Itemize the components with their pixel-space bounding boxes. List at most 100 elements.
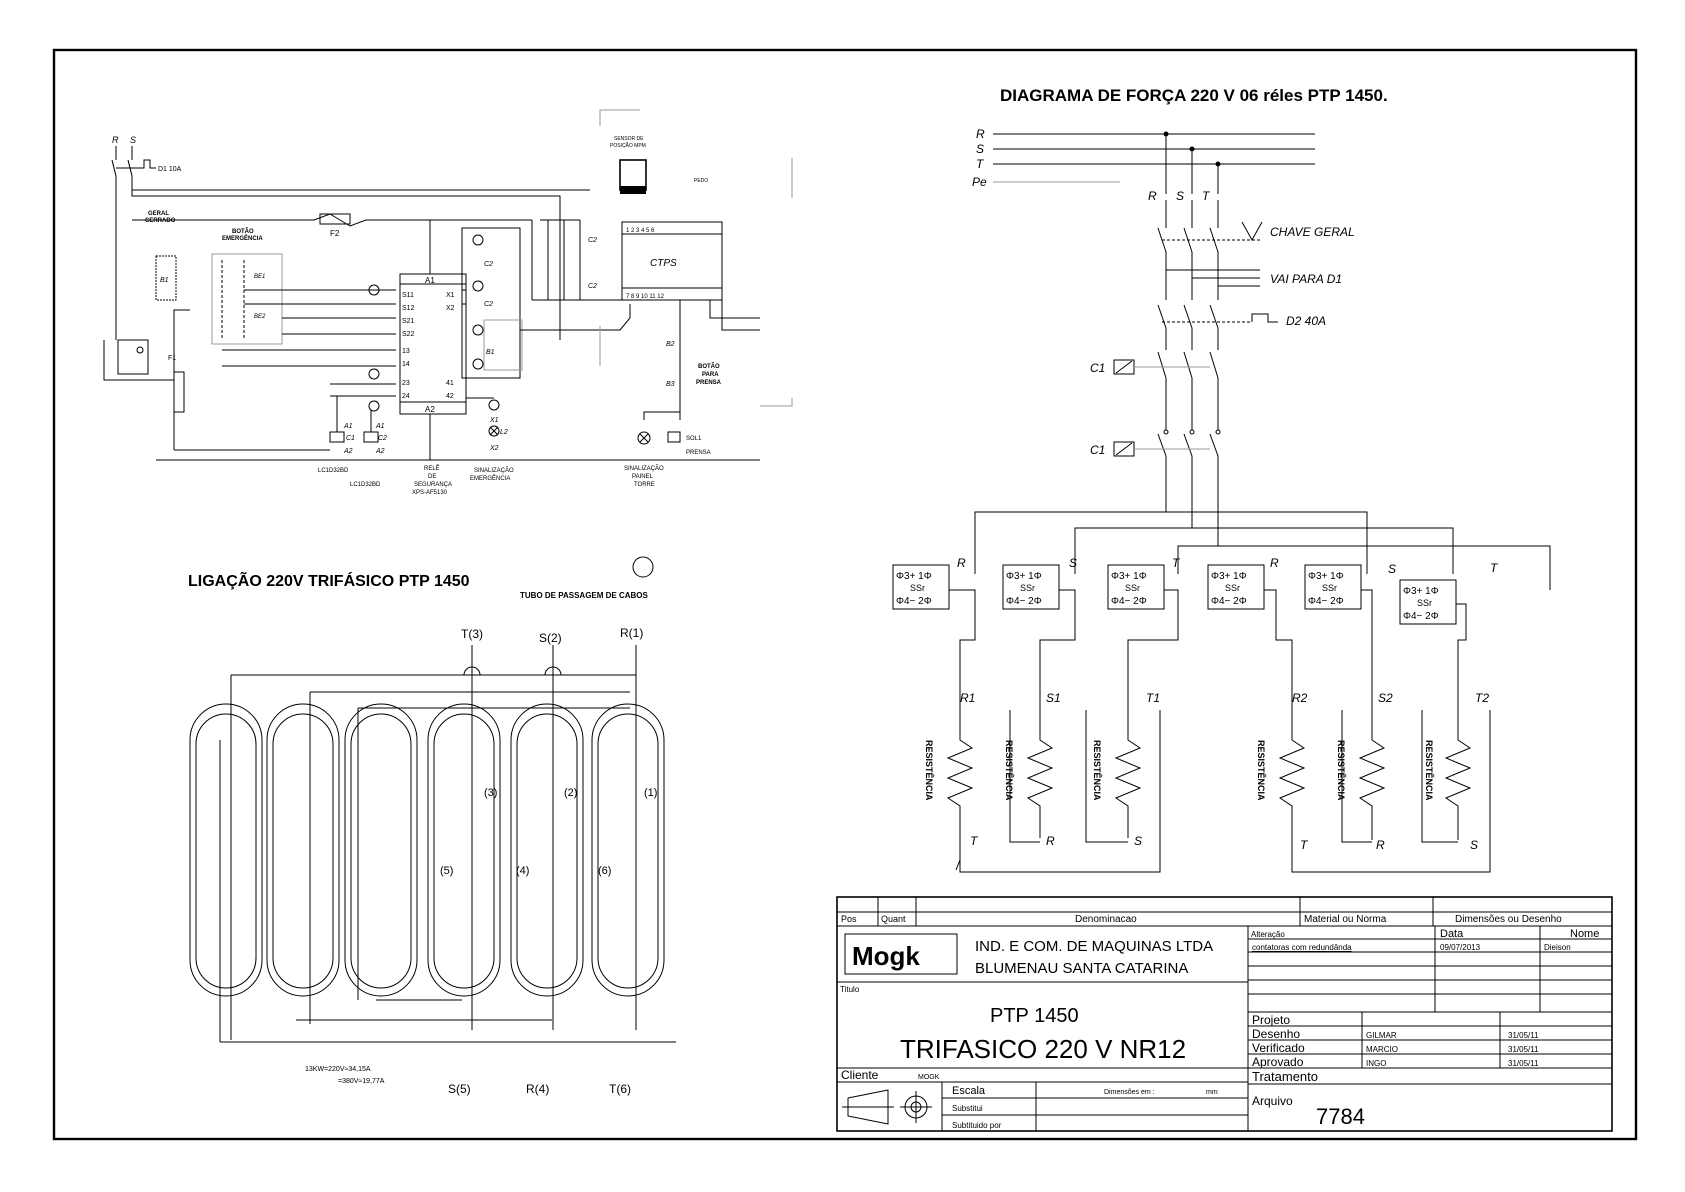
svg-text:SSr: SSr bbox=[1125, 583, 1140, 593]
svg-text:31/05/11: 31/05/11 bbox=[1508, 1045, 1539, 1054]
res-top-s1: S1 bbox=[1046, 691, 1061, 705]
projection-icon bbox=[842, 1089, 932, 1125]
wiring-diagram: T(3) S(2) R(1) (3) (2) (1) bbox=[189, 626, 676, 1096]
label-tubo: TUBO DE PASSAGEM DE CABOS bbox=[520, 591, 649, 600]
control-diagram: R S D1 10A F2 GERAL CERRADO B1 BOTÃO EME… bbox=[103, 109, 793, 496]
svg-text:DE: DE bbox=[428, 474, 436, 480]
svg-text:SSr: SSr bbox=[910, 583, 925, 593]
svg-text:X2: X2 bbox=[446, 305, 455, 312]
svg-text:24: 24 bbox=[402, 393, 410, 400]
svg-text:PTP 1450: PTP 1450 bbox=[990, 1005, 1079, 1027]
res-bot-6: S bbox=[1470, 838, 1478, 852]
svg-text:LC1D32BD: LC1D32BD bbox=[350, 482, 381, 488]
ssr-4: Φ3+ 1Φ SSr Φ4− 2Φ R bbox=[1207, 556, 1279, 610]
terminal-t: T bbox=[1202, 189, 1211, 203]
line-r: R bbox=[976, 127, 985, 141]
terminal-s: S bbox=[1176, 189, 1184, 203]
svg-text:B1: B1 bbox=[160, 277, 169, 284]
resistor-4 bbox=[1278, 710, 1306, 860]
svg-text:31/05/11: 31/05/11 bbox=[1508, 1059, 1539, 1068]
svg-text:CTPS: CTPS bbox=[650, 258, 677, 269]
svg-text:SSr: SSr bbox=[1322, 583, 1337, 593]
svg-text:SINALIZAÇÃO: SINALIZAÇÃO bbox=[474, 467, 514, 474]
svg-text:(1): (1) bbox=[644, 787, 657, 799]
res-top-t2: T2 bbox=[1475, 691, 1489, 705]
title-forca: DIAGRAMA DE FORÇA 220 V 06 réles PTP 145… bbox=[1000, 86, 1388, 105]
svg-text:(4): (4) bbox=[516, 865, 529, 877]
svg-text:A2: A2 bbox=[375, 448, 385, 455]
svg-text:Φ3+ 1Φ: Φ3+ 1Φ bbox=[1403, 586, 1439, 597]
svg-text:S(5): S(5) bbox=[448, 1082, 471, 1096]
svg-text:S: S bbox=[1388, 562, 1396, 576]
tubo-circle bbox=[632, 556, 654, 578]
svg-text:B2: B2 bbox=[666, 341, 675, 348]
svg-text:BOTÃO: BOTÃO bbox=[232, 228, 254, 235]
svg-text:S11: S11 bbox=[402, 292, 414, 299]
sheet-border bbox=[52, 48, 1638, 1141]
svg-text:Φ3+ 1Φ: Φ3+ 1Φ bbox=[1211, 571, 1247, 582]
svg-text:Material ou Norma: Material ou Norma bbox=[1304, 914, 1387, 925]
svg-text:C2: C2 bbox=[588, 283, 597, 290]
svg-text:Verificado: Verificado bbox=[1252, 1041, 1305, 1055]
svg-text:TORRE: TORRE bbox=[634, 482, 655, 488]
ssr-5: Φ3+ 1Φ SSr Φ4− 2Φ S bbox=[1304, 562, 1396, 610]
svg-text:MARCIO: MARCIO bbox=[1366, 1045, 1398, 1054]
res-label-1: RESISTÊNCIA bbox=[924, 740, 935, 801]
svg-text:R(4): R(4) bbox=[526, 1082, 549, 1096]
svg-text:Data: Data bbox=[1440, 928, 1464, 940]
svg-text:Φ3+ 1Φ: Φ3+ 1Φ bbox=[896, 571, 932, 582]
svg-text:B1: B1 bbox=[486, 349, 495, 356]
svg-text:C2: C2 bbox=[588, 237, 597, 244]
svg-text:EMERGÊNCIA: EMERGÊNCIA bbox=[470, 474, 510, 482]
res-label-3: RESISTÊNCIA bbox=[1092, 740, 1103, 801]
svg-text:S12: S12 bbox=[402, 305, 415, 312]
svg-text:BE2: BE2 bbox=[254, 314, 266, 320]
ctps-block bbox=[621, 221, 723, 301]
res-label-6: RESISTÊNCIA bbox=[1424, 740, 1435, 801]
svg-text:X1: X1 bbox=[446, 292, 455, 299]
svg-text:Substitui: Substitui bbox=[952, 1104, 983, 1113]
svg-text:09/07/2013: 09/07/2013 bbox=[1440, 943, 1481, 952]
term-t3: T(3) bbox=[461, 627, 483, 641]
svg-text:(5): (5) bbox=[440, 865, 453, 877]
svg-text:F2: F2 bbox=[330, 229, 340, 238]
label-vai-para-d1: VAI PARA D1 bbox=[1270, 272, 1342, 286]
svg-text:(2): (2) bbox=[564, 787, 577, 799]
svg-text:Dimensões em :: Dimensões em : bbox=[1104, 1089, 1155, 1096]
svg-text:PAINEL: PAINEL bbox=[632, 474, 654, 480]
svg-text:Φ4− 2Φ: Φ4− 2Φ bbox=[1403, 611, 1439, 622]
svg-text:Tratamento: Tratamento bbox=[1252, 1069, 1318, 1084]
res-label-4: RESISTÊNCIA bbox=[1256, 740, 1267, 801]
svg-text:A2: A2 bbox=[425, 405, 435, 414]
svg-text:PRENSA: PRENSA bbox=[686, 450, 711, 456]
svg-text:Dimensões ou Desenho: Dimensões ou Desenho bbox=[1455, 914, 1562, 925]
svg-text:S21: S21 bbox=[402, 318, 415, 325]
title-ligacao: LIGAÇÃO 220V TRIFÁSICO PTP 1450 bbox=[188, 570, 470, 590]
svg-text:MOGK: MOGK bbox=[918, 1074, 940, 1081]
svg-text:F1: F1 bbox=[168, 355, 176, 362]
svg-text:Titulo: Titulo bbox=[840, 985, 860, 994]
ssr-1: Φ3+ 1Φ SSr Φ4− 2Φ R bbox=[892, 556, 966, 610]
svg-text:Alteração: Alteração bbox=[1251, 930, 1285, 939]
power-diagram: R S T Pe R S T CHAVE GERAL VAI PARA D1 bbox=[892, 127, 1551, 873]
svg-text:X2: X2 bbox=[489, 445, 499, 452]
ssr-3: Φ3+ 1Φ SSr Φ4− 2Φ T bbox=[1107, 556, 1181, 610]
label-d2: D2 40A bbox=[1286, 314, 1326, 328]
svg-text:PARA: PARA bbox=[702, 372, 719, 378]
svg-text:RELÊ: RELÊ bbox=[424, 464, 440, 472]
svg-text:A2: A2 bbox=[343, 448, 353, 455]
svg-text:C1: C1 bbox=[346, 435, 355, 442]
svg-text:S22: S22 bbox=[402, 331, 415, 338]
svg-text:Escala: Escala bbox=[952, 1085, 986, 1097]
svg-text:Desenho: Desenho bbox=[1252, 1027, 1300, 1041]
svg-text:(3): (3) bbox=[484, 787, 497, 799]
svg-text:(6): (6) bbox=[598, 865, 611, 877]
terminal-r: R bbox=[1148, 189, 1157, 203]
svg-text:Denominacao: Denominacao bbox=[1075, 914, 1137, 925]
svg-text:S: S bbox=[130, 135, 136, 145]
svg-text:EMERGÊNCIA: EMERGÊNCIA bbox=[222, 234, 263, 242]
svg-text:Subtituido por: Subtituido por bbox=[952, 1121, 1002, 1130]
svg-text:=380V≈19,77A: =380V≈19,77A bbox=[338, 1078, 385, 1085]
svg-text:SENSOR DE: SENSOR DE bbox=[614, 136, 644, 142]
svg-text:PEDO: PEDO bbox=[694, 178, 708, 184]
